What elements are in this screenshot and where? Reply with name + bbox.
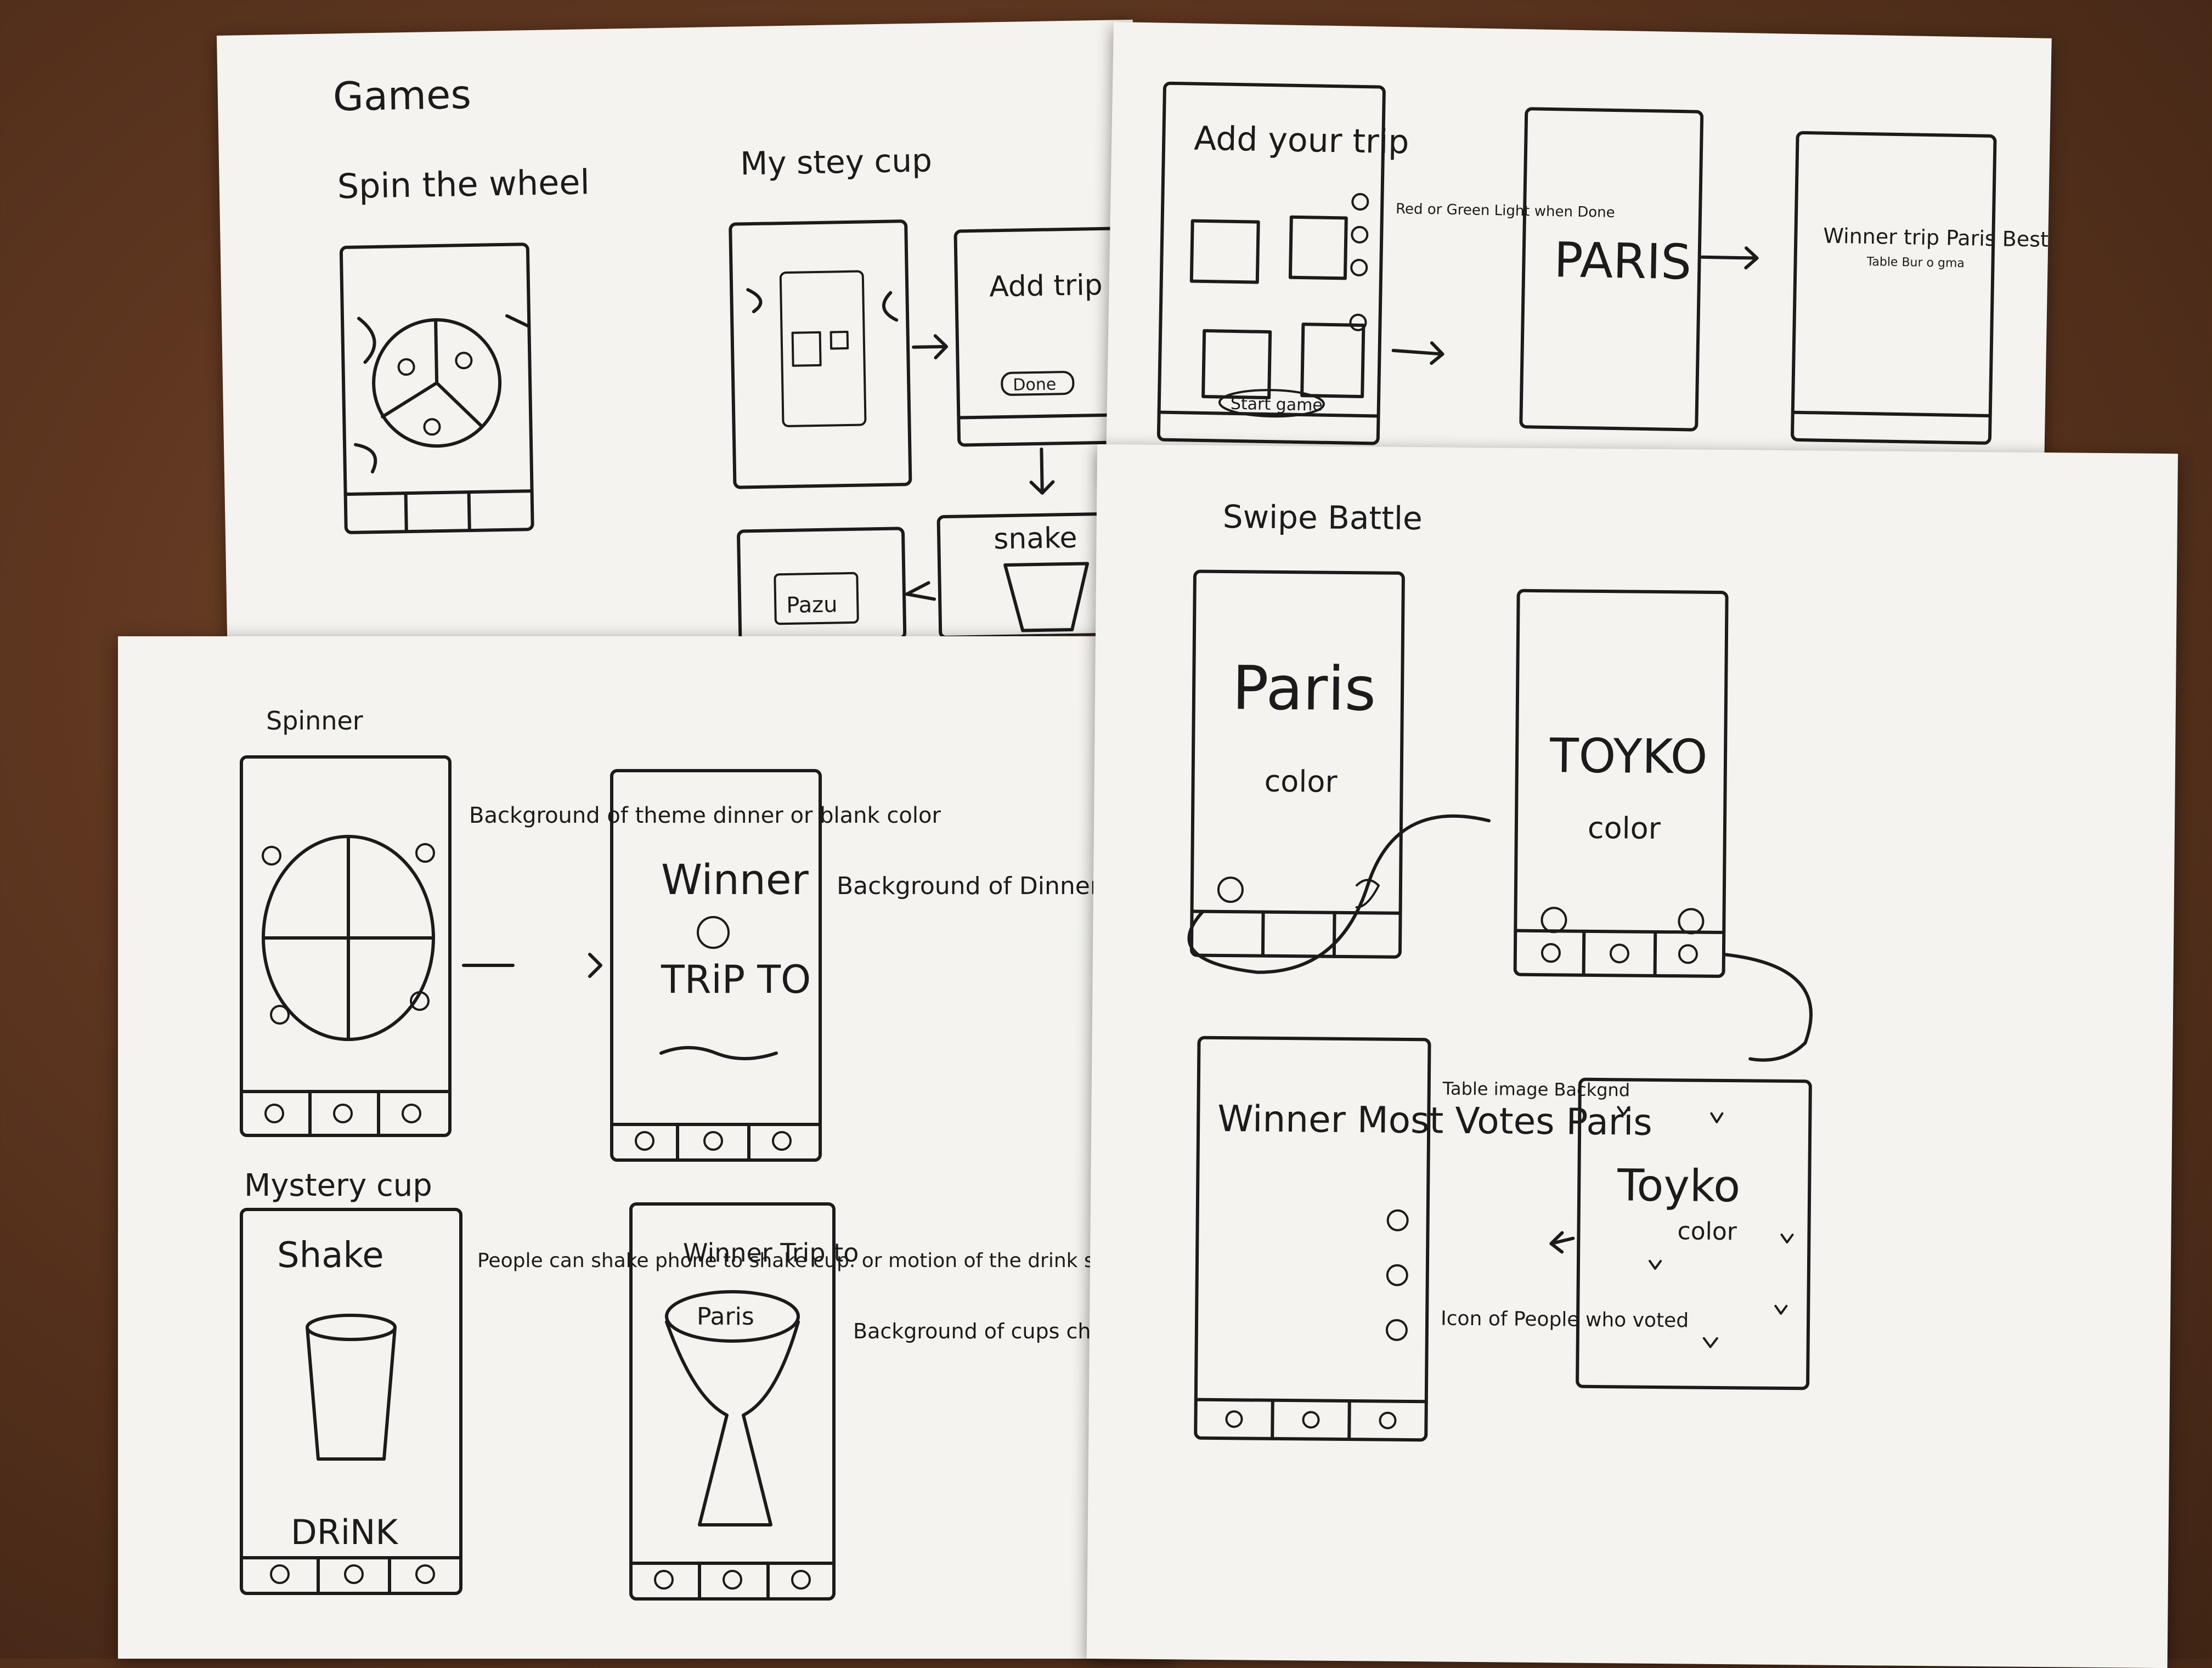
paris-phone: PARIS — [1519, 107, 1704, 432]
swipe-toyko-title: TOYKO — [1549, 728, 1708, 785]
shake-title: Shake — [277, 1235, 384, 1276]
done-button: Done — [1013, 375, 1057, 394]
mystery-cup-heading: My stey cup — [740, 142, 933, 182]
winner-trip-to-text: Winner Trip to — [683, 1238, 859, 1268]
prize-phone: Pazu — [737, 527, 907, 643]
trip-to-text: TRiP TO — [661, 957, 811, 1002]
swipe-toyko-phone: TOYKO color — [1513, 589, 1729, 978]
spinner-bg-note: Background of theme dinner or blank colo… — [469, 803, 941, 828]
winner-trip-to-phone: Winner TRiP TO — [610, 769, 822, 1162]
toyko-hearts-title: Toyko — [1617, 1160, 1741, 1212]
add-your-trip-phone: Add your trip Start game — [1156, 81, 1409, 445]
table-image-note: Table image Backgnd — [1442, 1078, 1630, 1101]
spin-wheel-phone — [339, 242, 534, 534]
winner-cup-phone: Winner Trip to Paris — [629, 1202, 859, 1601]
swipe-paris-title: Paris — [1232, 653, 1376, 724]
swipe-sketch: Swipe Battle Paris color TOYKO color — [1187, 498, 1813, 1442]
icon-voters-note: Icon of People who voted — [1441, 1308, 1689, 1332]
add-trip-text: Add trip — [989, 269, 1103, 304]
people-shake-note: People can shake phone to shake cup. or … — [477, 1249, 1171, 1272]
shake-text: snake — [994, 522, 1077, 556]
background-dinner-note: Background of Dinner — [837, 872, 1101, 900]
paris-text: PARIS — [1554, 231, 1692, 290]
red-green-note: Red or Green Light when Done — [1396, 201, 1615, 221]
swipe-battle-heading: Swipe Battle — [1223, 498, 1423, 537]
swipe-toyko-color: color — [1588, 811, 1661, 846]
toyko-hearts-phone: Toyko color — [1576, 1077, 1812, 1390]
add-your-trip-text: Add your trip — [1194, 120, 1409, 162]
swipe-paris-color: color — [1264, 764, 1338, 799]
games-title: Games — [332, 71, 471, 120]
paper-sheet-spinner: Spinner Background of theme dinner or bl… — [118, 636, 1171, 1659]
toyko-hearts-color: color — [1677, 1217, 1737, 1246]
mystery-cup-phone — [729, 219, 912, 489]
paper-sheet-trip: Add your trip Start game Red or Green Li… — [1105, 22, 2052, 499]
mystery-cup-title: Mystery cup — [244, 1168, 432, 1203]
games-sketch: Games Spin the wheel My stey cup — [332, 71, 1144, 643]
winner-most-votes-text: Winner Most Votes Paris — [1217, 1098, 1652, 1144]
winner-trip-text: Winner trip Paris Best guess — [1823, 224, 2052, 253]
paper-sheet-games: Games Spin the wheel My stey cup — [217, 19, 1144, 650]
table-side-note: Table Bur o gma — [1866, 255, 1965, 270]
paper-sheet-swipe: Swipe Battle Paris color TOYKO color — [1086, 444, 2178, 1668]
shake-cup-phone: snake — [905, 511, 1144, 639]
drink-title: DRiNK — [291, 1512, 398, 1552]
prize-text: Pazu — [786, 592, 838, 618]
trip-sketch: Add your trip Start game Red or Green Li… — [1156, 81, 2052, 445]
spinner-phone — [240, 755, 452, 1137]
spin-wheel-heading: Spin the wheel — [337, 162, 590, 206]
swipe-paris-phone: Paris color — [1189, 569, 1405, 959]
mystery-cup-shake-phone: Shake DRiNK — [240, 1208, 462, 1595]
spinner-heading: Spinner — [266, 706, 363, 736]
start-game-button: Start game — [1231, 394, 1323, 415]
spinner-sketch: Spinner Background of theme dinner or bl… — [240, 706, 1171, 1601]
winner-trip-phone: Winner trip Paris Best guess — [1791, 131, 2052, 445]
winner-text: Winner — [661, 855, 809, 904]
cup-paris-text: Paris — [697, 1303, 754, 1331]
